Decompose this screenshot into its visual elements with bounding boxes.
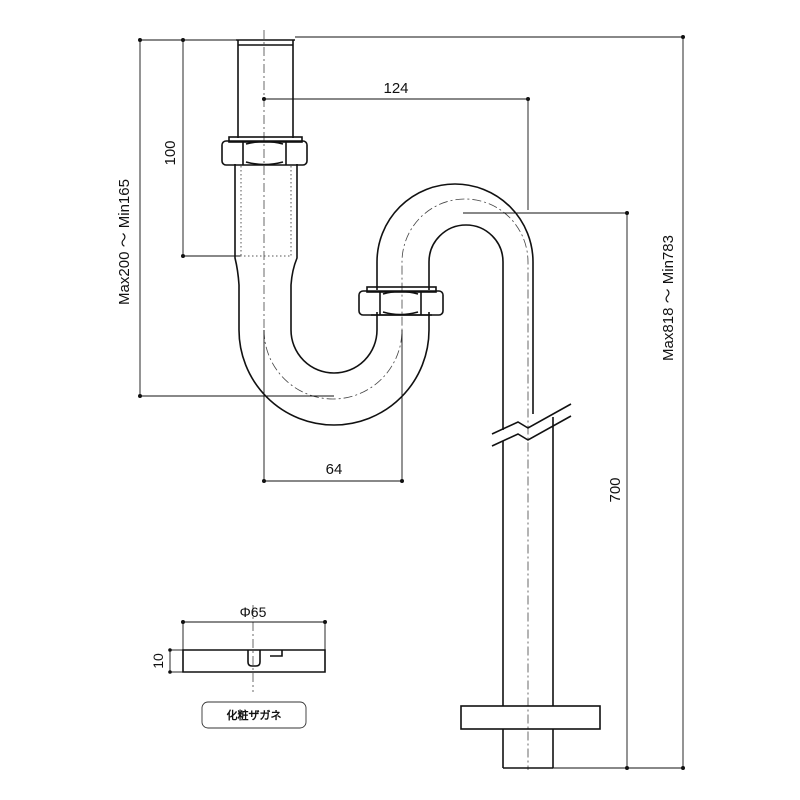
escutcheon-thickness-label: 10: [150, 653, 166, 669]
upper-hex-nut: [221, 136, 308, 166]
dimension-trap-width: 64: [262, 330, 404, 483]
dimension-total-height-label: Max818 ～ Min783: [660, 235, 677, 361]
middle-hex-nut: [358, 286, 444, 316]
escutcheon-detail: Φ65 10 化粧ザガネ: [150, 604, 327, 729]
dimension-inlet-height: Max200 ～ Min165: [116, 38, 334, 398]
escutcheon-diameter-label: Φ65: [240, 604, 267, 620]
dimension-sleeve-length: 100: [162, 38, 240, 258]
dimension-inlet-height-label: Max200 ～ Min165: [116, 179, 133, 305]
s-trap-pipe: [234, 39, 601, 769]
dimension-sleeve-length-label: 100: [162, 140, 179, 165]
dimension-top-width-label: 124: [383, 80, 408, 97]
dimension-top-width: 124: [262, 80, 530, 210]
escutcheon-label-box: [201, 701, 307, 729]
dimension-drain-length: 700: [463, 211, 629, 770]
dimension-drain-length-label: 700: [607, 477, 624, 502]
dimension-total-height: Max818 ～ Min783: [295, 35, 685, 770]
escutcheon-label: 化粧ザガネ: [227, 708, 282, 722]
dimension-trap-width-label: 64: [326, 461, 343, 478]
